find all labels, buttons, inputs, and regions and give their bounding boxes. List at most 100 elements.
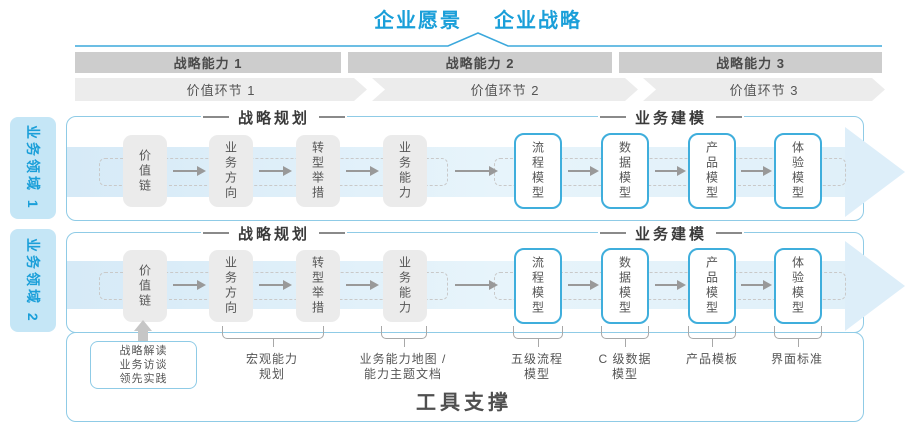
bracket-connector: [688, 326, 736, 347]
annotation-line: 能力主题文档: [363, 367, 442, 381]
box-experience-model-label: 体验模型: [790, 256, 805, 316]
arrow-right-icon: [346, 166, 379, 176]
planning-dashed-zone: [99, 158, 448, 186]
box-business-direction: 业务方向: [209, 250, 253, 322]
annotation-macro-capability: 宏观能力 规划: [212, 352, 332, 382]
annotation-ui-standard: 界面标准: [747, 352, 847, 367]
capability-bar-3-label: 战略能力 3: [716, 56, 785, 71]
header-dash-icon: [319, 116, 346, 118]
box-experience-model: 体验模型: [774, 248, 822, 324]
capability-bar-2-label: 战略能力 2: [445, 56, 515, 71]
box-business-capability: 业务能力: [383, 135, 427, 207]
box-data-model-label: 数据模型: [617, 141, 632, 201]
capability-bar-2: 战略能力 2: [348, 52, 612, 73]
source-line-3: 领先实践: [119, 373, 168, 385]
flow-band-arrow-icon: [845, 127, 905, 217]
box-process-model: 流程模型: [514, 133, 562, 209]
annotation-line: 规划: [258, 367, 285, 381]
box-transformation-initiatives-label: 转型举措: [310, 141, 325, 201]
value-link-1-label: 价值环节 1: [186, 83, 256, 98]
box-experience-model: 体验模型: [774, 133, 822, 209]
box-transformation-initiatives: 转型举措: [296, 135, 340, 207]
bracket-connector: [381, 326, 427, 347]
box-business-direction-label: 业务方向: [223, 256, 238, 316]
box-value-chain-label: 价值链: [137, 148, 152, 194]
header-dash-icon: [716, 232, 743, 234]
bracket-connector: [513, 326, 563, 347]
arrow-right-icon: [259, 166, 292, 176]
arrow-right-icon: [173, 280, 206, 290]
annotation-process-model: 五级流程 模型: [487, 352, 587, 382]
section-header-modeling: 业务建模: [598, 107, 745, 127]
header-dash-icon: [600, 116, 626, 118]
box-transformation-initiatives: 转型举措: [296, 250, 340, 322]
box-value-chain: 价值链: [123, 135, 167, 207]
source-line-1: 战略解读: [119, 345, 168, 357]
planning-header-label: 战略规划: [238, 109, 311, 127]
tools-support-frame: [66, 332, 864, 422]
arrow-right-icon: [568, 280, 599, 290]
annotation-line: 界面标准: [770, 352, 823, 366]
strategy-title: 企业战略: [494, 10, 582, 32]
arrow-right-icon: [173, 166, 206, 176]
source-line-2: 业务访谈: [119, 359, 168, 371]
annotation-line: 模型: [611, 367, 638, 381]
box-data-model-label: 数据模型: [617, 256, 632, 316]
box-process-model-label: 流程模型: [530, 141, 545, 201]
annotation-capability-map: 业务能力地图 / 能力主题文档: [333, 352, 473, 382]
domain-row-1-frame: 战略规划 业务建模 价值链 业务方向 转型举措 业务能力 流程模型 数据模型 产…: [66, 107, 905, 221]
section-header-modeling: 业务建模: [598, 223, 745, 243]
box-process-model-label: 流程模型: [530, 256, 545, 316]
annotation-line: 产品模板: [685, 352, 738, 366]
value-link-chevron-1: 价值环节 1: [75, 78, 367, 101]
arrow-right-icon: [741, 280, 772, 290]
business-domain-label-1: 业务领域 1: [10, 117, 56, 219]
section-header-planning: 战略规划: [201, 223, 348, 243]
arrow-up-icon: [134, 320, 152, 331]
arrow-right-icon: [568, 166, 599, 176]
domain-row-2-frame: 战略规划 业务建模 价值链 业务方向 转型举措 业务能力 流程模型 数据模型 产…: [66, 223, 905, 333]
box-transformation-initiatives-label: 转型举措: [310, 256, 325, 316]
value-link-3-label: 价值环节 3: [729, 83, 799, 98]
page-title: 企业愿景 企业战略: [23, 4, 910, 33]
header-dash-icon: [600, 232, 626, 234]
planning-dashed-zone: [99, 272, 448, 300]
planning-header-label: 战略规划: [238, 225, 311, 243]
bracket-connector: [601, 326, 649, 347]
arrow-right-icon: [655, 166, 686, 176]
annotation-product-template: 产品模板: [662, 352, 762, 367]
bracket-connector: [774, 326, 822, 347]
box-experience-model-label: 体验模型: [790, 141, 805, 201]
header-dash-icon: [203, 232, 229, 234]
box-product-model: 产品模型: [688, 133, 736, 209]
box-business-direction: 业务方向: [209, 135, 253, 207]
value-link-2-label: 价值环节 2: [470, 83, 540, 98]
tools-support-title: 工具支撑: [416, 392, 512, 414]
box-data-model: 数据模型: [601, 248, 649, 324]
annotation-data-model: C 级数据 模型: [575, 352, 675, 382]
box-value-chain: 价值链: [123, 250, 167, 322]
annotation-line: 业务能力地图 /: [359, 352, 447, 366]
capability-bar-1-label: 战略能力 1: [173, 56, 243, 71]
business-domain-2-text: 业务领域 2: [25, 237, 41, 324]
header-dash-icon: [203, 116, 229, 118]
modeling-header-label: 业务建模: [635, 109, 708, 127]
box-data-model: 数据模型: [601, 133, 649, 209]
vision-pointer-line: [75, 32, 882, 47]
capability-bar-1: 战略能力 1: [75, 52, 341, 73]
box-business-capability-label: 业务能力: [397, 141, 412, 201]
bracket-connector: [222, 326, 324, 347]
box-business-capability: 业务能力: [383, 250, 427, 322]
box-product-model: 产品模型: [688, 248, 736, 324]
arrow-right-icon: [259, 280, 292, 290]
header-dash-icon: [319, 232, 346, 234]
annotation-line: 模型: [523, 367, 550, 381]
flow-band-arrow-icon: [845, 241, 905, 331]
annotation-line: C 级数据: [598, 352, 652, 366]
business-domain-1-text: 业务领域 1: [25, 125, 41, 211]
header-dash-icon: [716, 116, 743, 118]
modeling-header-label: 业务建模: [635, 225, 708, 243]
arrow-right-icon: [655, 280, 686, 290]
box-value-chain-label: 价值链: [137, 263, 152, 309]
annotation-line: 宏观能力: [245, 352, 298, 366]
